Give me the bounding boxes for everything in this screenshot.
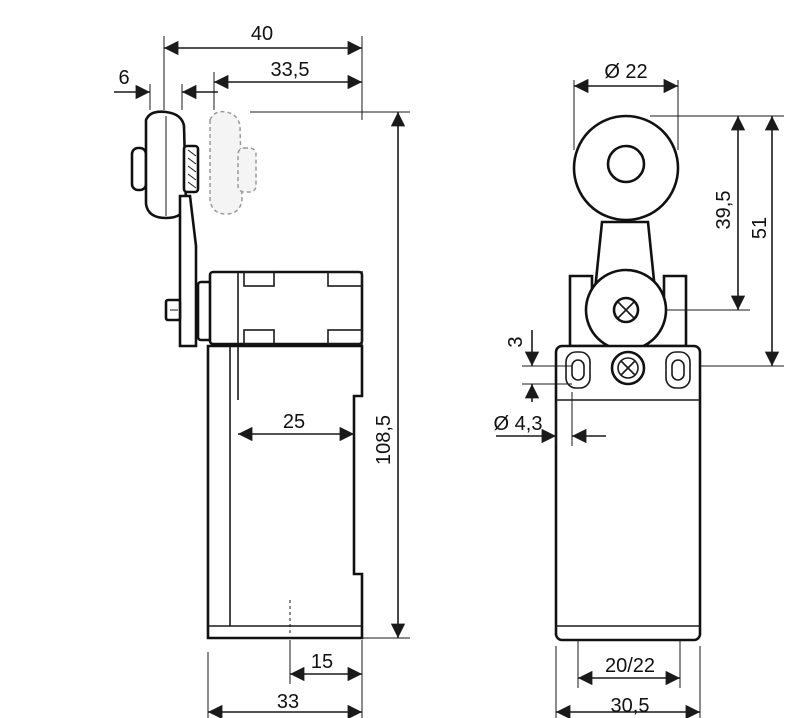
front-body bbox=[554, 344, 702, 642]
front-view: Ø 22 39,5 51 3 bbox=[494, 61, 784, 718]
front-roller bbox=[572, 114, 680, 222]
dim-20-22: 20/22 bbox=[577, 640, 681, 688]
dim-40: 40 bbox=[163, 23, 363, 120]
dim-diameter-4-3: Ø 4,3 bbox=[494, 392, 606, 446]
dim-51-label: 51 bbox=[749, 217, 771, 239]
dim-diameter-4-3-label: Ø 4,3 bbox=[494, 413, 543, 435]
dim-30-5: 30,5 bbox=[555, 646, 701, 718]
dim-diameter-22-label: Ø 22 bbox=[604, 61, 647, 83]
dim-diameter-22: Ø 22 bbox=[573, 61, 679, 150]
dim-40-label: 40 bbox=[251, 23, 273, 45]
dim-108-5-label: 108,5 bbox=[373, 415, 395, 465]
dim-39-5-label: 39,5 bbox=[713, 191, 735, 230]
dim-6: 6 bbox=[114, 67, 218, 110]
switch-body bbox=[206, 344, 364, 640]
dim-15: 15 bbox=[289, 640, 363, 718]
roller-ghost bbox=[209, 110, 257, 215]
dim-30-5-label: 30,5 bbox=[611, 695, 650, 717]
dim-51: 51 bbox=[676, 115, 784, 367]
switch-head bbox=[196, 270, 364, 346]
dim-108-5: 108,5 bbox=[250, 111, 410, 639]
dim-33: 33 bbox=[207, 652, 362, 718]
dim-33-label: 33 bbox=[277, 691, 299, 713]
side-view: 40 6 33,5 108,5 25 bbox=[114, 23, 410, 718]
dim-6-label: 6 bbox=[118, 67, 129, 89]
dim-3: 3 bbox=[505, 330, 572, 402]
dim-20-22-label: 20/22 bbox=[605, 655, 655, 677]
dim-3-label: 3 bbox=[505, 336, 527, 347]
lever-arm bbox=[164, 194, 198, 348]
dim-33-5-label: 33,5 bbox=[271, 59, 310, 81]
pivot-hub bbox=[584, 268, 668, 352]
dim-33-5: 33,5 bbox=[213, 59, 362, 110]
dim-15-label: 15 bbox=[311, 651, 333, 673]
dim-25: 25 bbox=[238, 411, 354, 442]
dim-25-label: 25 bbox=[283, 411, 305, 433]
